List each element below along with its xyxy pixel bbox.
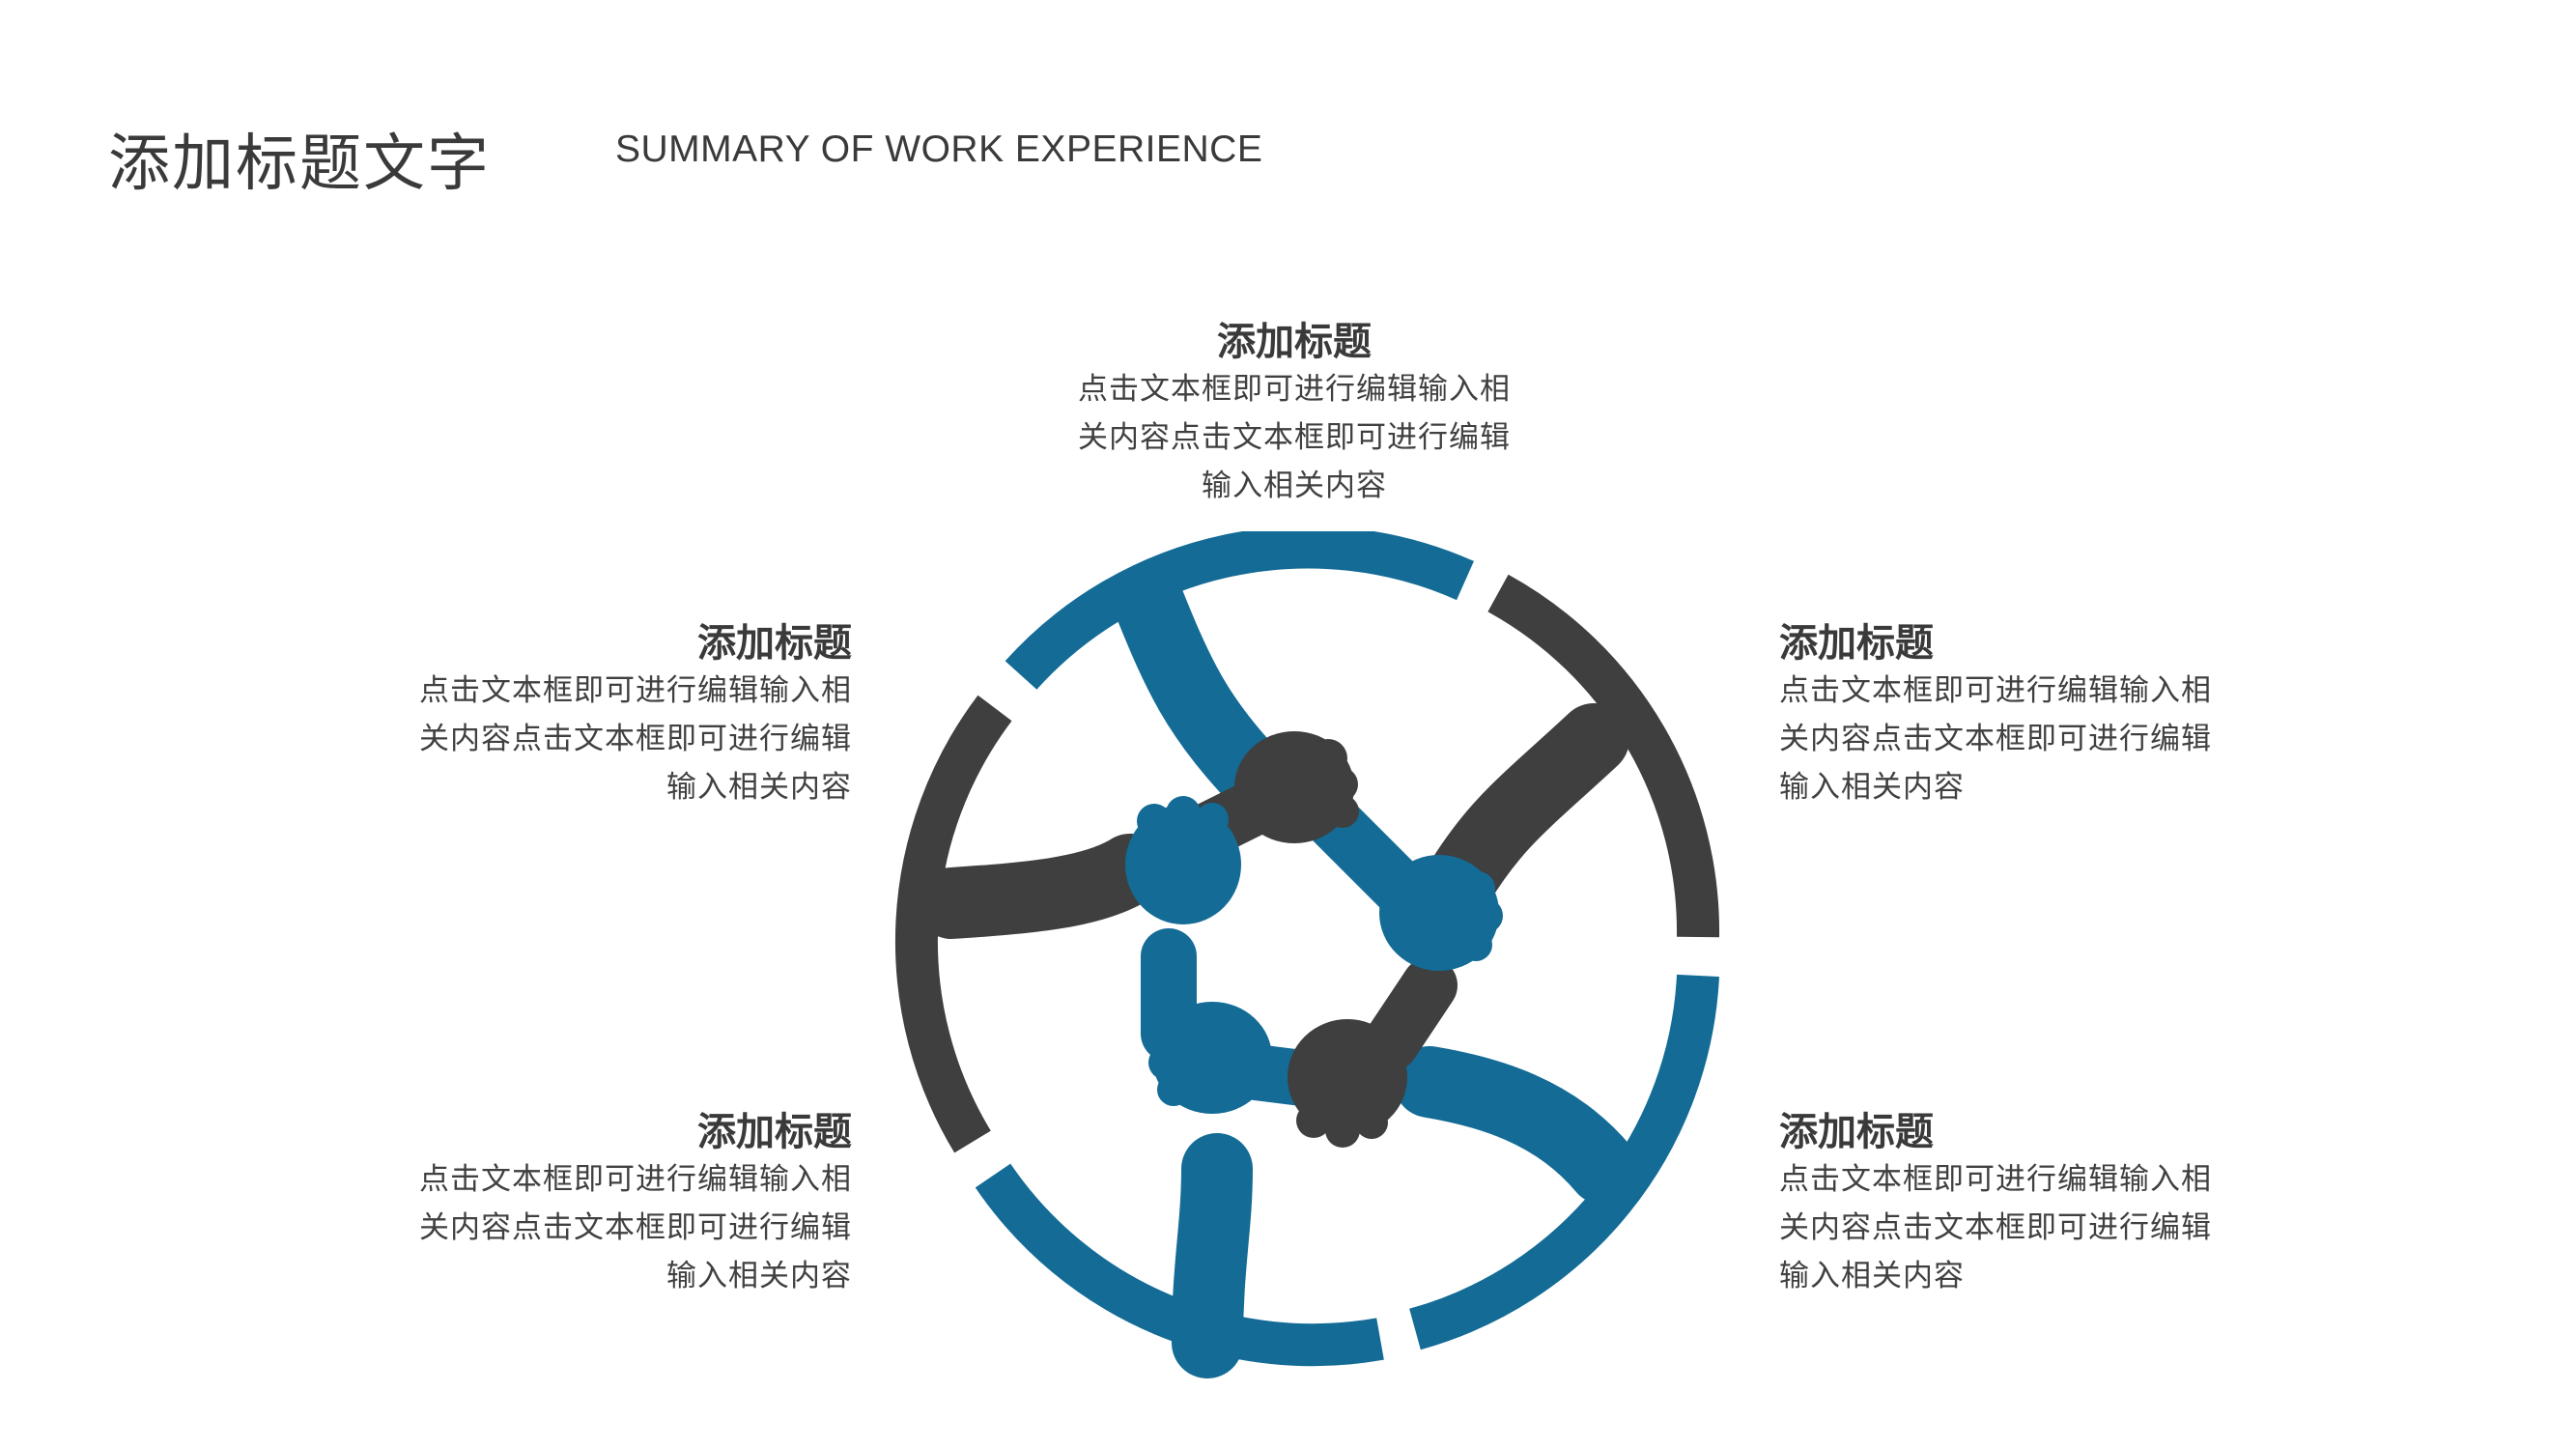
text-block-right-top: 添加标题 点击文本框即可进行编辑输入相 关内容点击文本框即可进行编辑 输入相关内… bbox=[1779, 620, 2262, 811]
block-line: 点击文本框即可进行编辑输入相 bbox=[1078, 372, 1511, 407]
block-line: 关内容点击文本框即可进行编辑 bbox=[419, 722, 852, 756]
block-line: 点击文本框即可进行编辑输入相 bbox=[419, 1162, 852, 1197]
fist-top bbox=[1234, 731, 1359, 843]
block-line: 输入相关内容 bbox=[666, 1259, 852, 1293]
block-line: 关内容点击文本框即可进行编辑 bbox=[1779, 1210, 2212, 1245]
text-block-top: 添加标题 点击文本框即可进行编辑输入相 关内容点击文本框即可进行编辑 输入相关内… bbox=[1053, 319, 1536, 510]
block-title: 添加标题 bbox=[697, 1110, 852, 1154]
block-line: 点击文本框即可进行编辑输入相 bbox=[1779, 673, 2212, 708]
forearm-3 bbox=[1363, 957, 1458, 1071]
arm-right bbox=[1423, 703, 1629, 920]
block-line: 输入相关内容 bbox=[1779, 770, 1965, 805]
arm-bottom bbox=[1172, 1133, 1253, 1378]
ring-segment-top bbox=[1005, 531, 1474, 690]
block-line: 输入相关内容 bbox=[1779, 1259, 1965, 1293]
block-line: 点击文本框即可进行编辑输入相 bbox=[419, 673, 852, 708]
fist-left bbox=[1125, 796, 1241, 924]
fist-right bbox=[1379, 855, 1503, 971]
teamwork-hands-circle-icon bbox=[894, 531, 1720, 1378]
forearm-2 bbox=[1305, 793, 1429, 917]
block-line: 关内容点击文本框即可进行编辑 bbox=[1078, 420, 1511, 455]
block-line: 输入相关内容 bbox=[1202, 469, 1387, 503]
block-title: 添加标题 bbox=[697, 621, 852, 666]
text-block-left-bottom: 添加标题 点击文本框即可进行编辑输入相 关内容点击文本框即可进行编辑 输入相关内… bbox=[369, 1109, 852, 1300]
fist-bottom-right bbox=[1288, 1019, 1407, 1148]
arm-lower-right bbox=[1394, 1046, 1639, 1205]
ring-segment-bottom bbox=[975, 1163, 1384, 1367]
text-block-right-bottom: 添加标题 点击文本框即可进行编辑输入相 关内容点击文本框即可进行编辑 输入相关内… bbox=[1779, 1109, 2262, 1300]
block-line: 关内容点击文本框即可进行编辑 bbox=[1779, 722, 2212, 756]
block-title: 添加标题 bbox=[1779, 621, 1934, 666]
block-line: 关内容点击文本框即可进行编辑 bbox=[419, 1210, 852, 1245]
text-block-left-top: 添加标题 点击文本框即可进行编辑输入相 关内容点击文本框即可进行编辑 输入相关内… bbox=[369, 620, 852, 811]
block-line: 输入相关内容 bbox=[666, 770, 852, 805]
page-subtitle: SUMMARY OF WORK EXPERIENCE bbox=[615, 128, 1263, 170]
block-title: 添加标题 bbox=[1779, 1110, 1934, 1154]
ring-segment-right-top bbox=[1487, 574, 1720, 938]
page-title: 添加标题文字 bbox=[108, 128, 491, 200]
block-line: 点击文本框即可进行编辑输入相 bbox=[1779, 1162, 2212, 1197]
block-title: 添加标题 bbox=[1217, 320, 1372, 364]
arm-left bbox=[916, 834, 1166, 939]
fist-bottom-left bbox=[1148, 1002, 1272, 1114]
ring-segment-left bbox=[894, 695, 1012, 1153]
arm-top bbox=[1114, 568, 1282, 804]
